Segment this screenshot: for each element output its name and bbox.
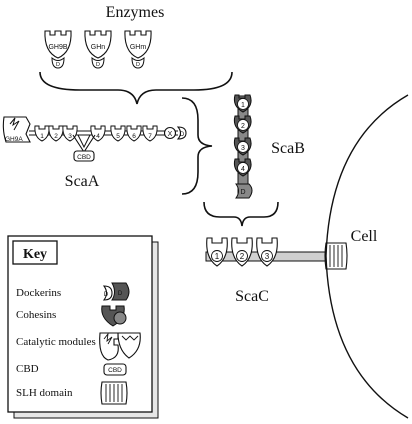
scaC-cohesin-3: 3 [256,237,278,267]
scaA-cohesin-label: 1 [40,133,44,140]
scaA-cohesin-label: 2 [54,133,58,140]
cell-label: Cell [351,228,378,245]
key-label-dockerins: Dockerins [16,287,61,299]
dockerin-icon: D D [102,282,130,301]
scaC-cohesin-2: 2 [231,237,253,267]
key-label-catalytic: Catalytic modules [16,336,96,348]
scaB-label: ScaB [271,140,305,157]
key-label-cbd: CBD [16,363,39,375]
scaC-slh-domain [324,242,348,270]
scaB-cohesin-3: 3 [233,137,252,156]
enzyme-label: GH9B [48,44,67,51]
enzyme-dockerin-letter: D [136,62,140,68]
scaB-cohesin-1: 1 [233,94,252,113]
scaA-dockerin-label: D [180,132,185,138]
catalytic-module-icon [99,332,141,361]
scaB-dockerin-label: D [240,189,245,196]
scaC-cohesins: 1 2 3 [206,237,278,267]
scaA-cohesin-6: 6 [126,125,142,142]
slh-domain-icon [100,381,128,405]
dockerin-icon-letter-1: D [104,292,109,298]
enzyme-label: GHm [130,44,147,51]
scaB-cohesin-4: 4 [233,158,252,177]
gh9a-label: GH9A [5,136,23,143]
scaB-cohesin-2: 2 [233,115,252,134]
scaA-cohesin-1: 1 [34,125,50,142]
scaA-label: ScaA [65,173,100,190]
scaA-cohesin-label: 7 [148,133,152,140]
scaA-dockerin: D [176,126,187,140]
enzymes-brace [39,71,233,105]
cbd-icon: CBD [103,363,127,376]
scaA-cohesin-5: 5 [110,125,126,142]
scaB-cohesins: 1 2 3 4 [233,94,252,177]
scaA-x-label: X [168,131,173,138]
scaA-scaffoldin: GH9A 1 2 3 4 5 6 7 X D CBD ScaA [2,116,187,190]
enzyme-gh9b: GH9B D [44,30,72,69]
scaA-cohesin-4: 4 [90,125,106,142]
scaA-cohesin-label: 4 [96,133,100,140]
scaB-cohesin-label: 2 [241,123,245,130]
cohesin-icon [101,305,127,327]
scaA-x-module: X [163,126,177,140]
key-label-slh: SLH domain [16,387,73,399]
key-legend: Key Dockerins Cohesins Catalytic modules… [7,235,159,419]
scaB-dockerin: D [235,183,253,199]
enzyme-label: GHn [91,44,106,51]
scaA-scaB-brace [181,97,213,195]
scaC-cohesin-1: 1 [206,237,228,267]
scaA-cohesins: 1 2 3 4 5 6 7 [34,125,158,142]
scaA-cohesin-label: 6 [132,133,136,140]
scaA-cohesin-7: 7 [142,125,158,142]
enzymes-title: Enzymes [106,4,165,21]
scaC-cohesin-label: 3 [265,252,270,261]
gh9a-module: GH9A [2,116,31,143]
cell-membrane [325,94,409,419]
scaB-cohesin-label: 3 [241,145,245,152]
scaA-cbd-label: CBD [77,154,91,161]
scaB-cohesin-label: 1 [241,102,245,109]
scaA-cohesin-3: 3 [62,125,78,142]
scaC-scaffoldin: 1 2 3 ScaC [205,237,348,305]
scaA-cohesin-label: 3 [68,133,72,140]
scaC-label: ScaC [235,288,269,305]
scaB-scaffoldin: 1 2 3 4 D ScaB [233,94,305,199]
scaA-cbd [73,150,95,162]
key-label-cohesins: Cohesins [16,309,56,321]
enzyme-dockerin-letter: D [96,62,100,68]
cbd-icon-text: CBD [108,367,122,374]
scaB-scaC-brace [203,201,279,227]
scaA-cohesin-2: 2 [48,125,64,142]
scaA-cohesin-label: 5 [116,133,120,140]
scaC-cohesin-label: 2 [240,252,245,261]
enzyme-dockerin-letter: D [56,62,60,68]
scaC-cohesin-label: 1 [215,252,220,261]
dockerin-icon-letter-2: D [118,291,123,297]
key-title: Key [23,247,47,262]
scaB-cohesin-label: 4 [241,166,245,173]
